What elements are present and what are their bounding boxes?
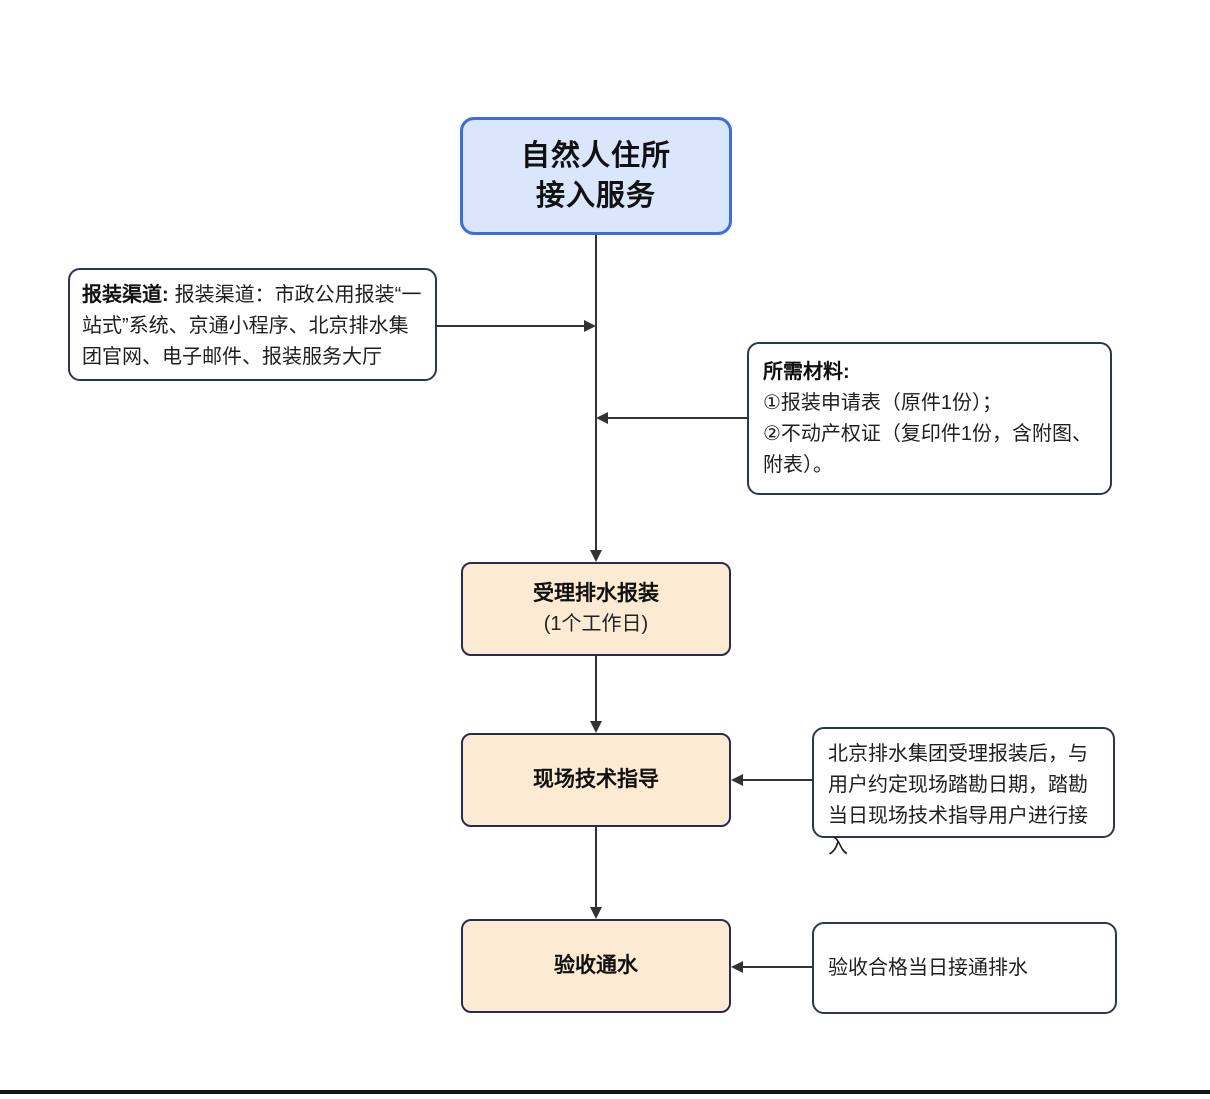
step-accept-application: 受理排水报装 (1个工作日) — [461, 562, 731, 656]
arrowhead-down-1 — [590, 550, 602, 562]
title-line-1: 自然人住所 — [520, 140, 671, 172]
note-channels-body: 报装渠道：市政公用报装“一站式”系统、京通小程序、北京排水集团官网、电子邮件、报… — [82, 284, 422, 368]
arrowhead-left-2 — [731, 774, 743, 786]
arrowhead-down-2 — [590, 721, 602, 733]
arrowhead-down-3 — [590, 907, 602, 919]
step-accept-subtitle: (1个工作日) — [543, 613, 649, 635]
arrowhead-right-1 — [584, 320, 596, 332]
note-guidance-body: 北京排水集团受理报装后，与用户约定现场踏勘日期，踏勘当日现场技术指导用户进行接入 — [828, 743, 1088, 858]
note-materials: 所需材料: ①报装申请表（原件1份）； ②不动产权证（复印件1份，含附图、附表）… — [747, 342, 1112, 495]
note-acceptance: 验收合格当日接通排水 — [812, 922, 1117, 1014]
step-guidance-title: 现场技术指导 — [533, 768, 659, 791]
title-node: 自然人住所 接入服务 — [460, 117, 732, 235]
note-materials-label: 所需材料: — [763, 361, 850, 383]
note-channels: 报装渠道:报装渠道：市政公用报装“一站式”系统、京通小程序、北京排水集团官网、电… — [68, 268, 437, 381]
note-guidance: 北京排水集团受理报装后，与用户约定现场踏勘日期，踏勘当日现场技术指导用户进行接入 — [812, 727, 1115, 858]
step-acceptance-title: 验收通水 — [554, 954, 638, 977]
page-bottom-edge — [0, 1090, 1210, 1094]
note-materials-item-1: ①报装申请表（原件1份）； — [763, 392, 1003, 414]
title-line-2: 接入服务 — [535, 180, 656, 212]
arrowhead-left-3 — [731, 961, 743, 973]
note-materials-item-2: ②不动产权证（复印件1份，含附图、附表）。 — [763, 423, 1093, 476]
note-channels-label: 报装渠道: — [82, 284, 169, 306]
step-accept-title: 受理排水报装 — [533, 582, 659, 605]
step-onsite-guidance: 现场技术指导 — [461, 733, 731, 827]
step-acceptance-water: 验收通水 — [461, 919, 731, 1013]
note-acceptance-body: 验收合格当日接通排水 — [828, 956, 1028, 979]
arrowhead-left-1 — [596, 412, 608, 424]
